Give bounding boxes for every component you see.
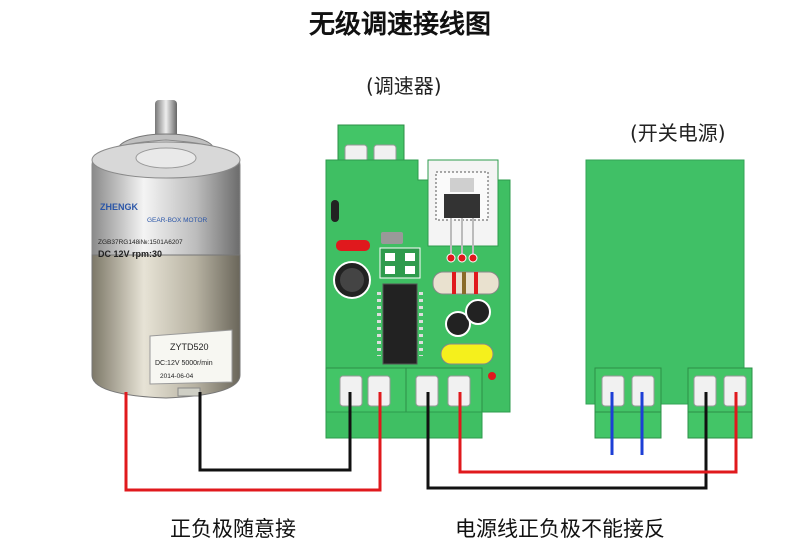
speed-controller-board	[325, 124, 511, 439]
motor-type: GEAR-BOX MOTOR	[147, 217, 207, 224]
power-red-wire	[458, 392, 738, 474]
wires	[124, 392, 738, 492]
yellow-capacitor	[440, 343, 494, 365]
motor-sticker: ZYTD520 DC:12V 5000r/min 2014-06-04	[149, 329, 233, 385]
power-polarity-note: 电源线正负极不能接反	[455, 517, 665, 541]
sticker-rating: DC:12V 5000r/min	[155, 360, 213, 367]
capacitor-small-2	[465, 299, 491, 325]
motor-red-wire	[124, 392, 382, 492]
mosfet-chip	[444, 194, 480, 218]
power-black-wire	[426, 392, 708, 490]
motor-model-line: ZGB37RG148i№:1501A6207	[98, 239, 183, 246]
motor-output-terminal	[325, 367, 407, 413]
motor-rating: DC 12V rpm:30	[98, 249, 162, 259]
diagram-title: 无级调速接线图	[308, 10, 491, 40]
motor-black-wire	[198, 392, 352, 472]
small-transistor	[331, 200, 339, 222]
gearbox-nameplate: ZHENGK GEAR-BOX MOTOR ZGB37RG148i№:1501A…	[98, 202, 207, 259]
motor-brand: ZHENGK	[100, 202, 139, 212]
motor-tab	[177, 387, 201, 397]
power-supply-label: (开关电源)	[630, 121, 726, 145]
potentiometer	[381, 232, 403, 244]
sticker-model: ZYTD520	[170, 342, 209, 352]
gear-motor: ZHENGK GEAR-BOX MOTOR ZGB37RG148i№:1501A…	[91, 100, 241, 399]
ic-chip	[382, 283, 418, 365]
switching-power-supply	[585, 159, 753, 439]
motor-polarity-note: 正负极随意接	[170, 517, 296, 541]
capacitor-small-1	[445, 311, 471, 337]
power-led	[488, 372, 496, 380]
sticker-date: 2014-06-04	[160, 373, 194, 380]
red-led	[336, 240, 370, 251]
controller-label: (调速器)	[366, 74, 442, 98]
power-supply-body	[585, 159, 745, 405]
